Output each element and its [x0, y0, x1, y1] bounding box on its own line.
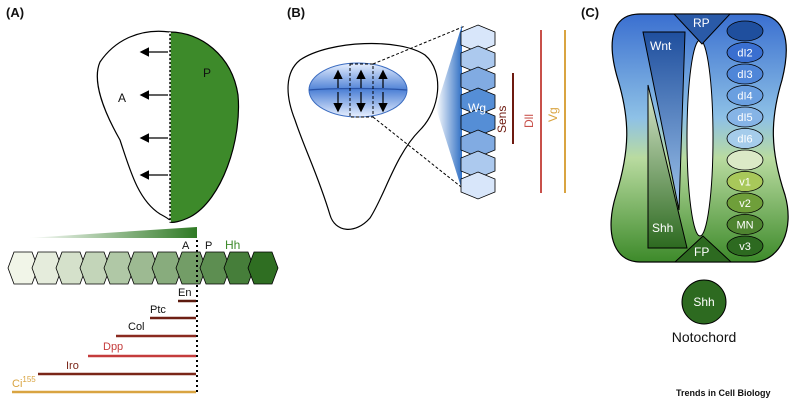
- shh-gradient: [647, 84, 688, 249]
- domain-di3: [726, 63, 764, 85]
- shh-gradient-label: Shh: [652, 221, 673, 235]
- domain-unlabeled: [726, 20, 764, 42]
- journal-credit: Trends in Cell Biology: [676, 388, 771, 398]
- wg-label: Wg: [468, 101, 486, 115]
- dv-boundary: [308, 87, 408, 91]
- domain-label-mn: MN: [736, 220, 753, 232]
- gene-label-col: Col: [128, 321, 145, 333]
- column-cell: [460, 171, 496, 200]
- gene-label-vg: Vg: [546, 107, 560, 122]
- wing-disc-b: [287, 25, 466, 230]
- domain-unlabeled: [726, 149, 764, 171]
- roof-plate-label: RP: [693, 16, 710, 30]
- notochord: [681, 279, 727, 325]
- hh-gradient-wedge: [28, 227, 197, 238]
- domain-mn: [726, 214, 764, 235]
- zoom-line-top: [372, 25, 466, 65]
- cell-column: [460, 24, 496, 200]
- anterior-compartment: [96, 30, 172, 223]
- floor-plate-label: FP: [694, 245, 709, 259]
- strip-posterior-label: P: [205, 240, 212, 252]
- domain-di5: [726, 106, 764, 128]
- domain-di4: [726, 85, 764, 106]
- wnt-gradient: [642, 31, 686, 211]
- gene-label-sens: Sens: [495, 106, 509, 133]
- wnt-label: Wnt: [650, 39, 672, 53]
- domain-label-v2: v2: [739, 198, 751, 210]
- wg-gradient: [436, 25, 462, 190]
- strip-anterior-label: A: [182, 240, 190, 252]
- gene-label-iro: Iro: [66, 360, 79, 372]
- posterior-compartment: [169, 31, 240, 223]
- domain-label-v1: v1: [739, 177, 751, 189]
- domain-label-di6: dI6: [737, 134, 752, 146]
- domain-di2: [726, 42, 764, 63]
- domain-label-v3: v3: [739, 241, 751, 253]
- gene-label-ci: Ci155: [12, 375, 36, 390]
- gene-label-ptc: Ptc: [150, 304, 166, 316]
- posterior-label: P: [203, 66, 211, 80]
- wg-arrows: [333, 69, 388, 113]
- gene-label-dpp: Dpp: [103, 341, 123, 353]
- domain-label-di4: dI4: [737, 91, 752, 103]
- domain-v3: [726, 235, 764, 257]
- floor-plate: [673, 235, 733, 263]
- cell-strip: [7, 251, 279, 285]
- domain-label-di3: dI3: [737, 69, 752, 81]
- domain-label-di5: dI5: [737, 112, 752, 124]
- panel-label-a: (A): [6, 5, 24, 20]
- notochord-label: Notochord: [672, 329, 737, 345]
- gene-label-en: En: [178, 287, 191, 299]
- anterior-label: A: [118, 91, 126, 105]
- strip-cell: [247, 251, 279, 285]
- gene-label-dll: Dll: [522, 114, 536, 128]
- panel-label-c: (C): [581, 5, 599, 20]
- panel-label-b: (B): [287, 5, 305, 20]
- domain-label-di2: dI2: [737, 48, 752, 60]
- wing-disc-a: A P: [96, 30, 240, 223]
- notochord-shh-label: Shh: [693, 295, 714, 309]
- gene-lines-b: Sens Dll Vg: [495, 30, 566, 193]
- zoom-line-bottom: [372, 116, 466, 191]
- domain-di6: [726, 128, 764, 149]
- gene-expression-bars: En Ptc Col Dpp Iro Ci155: [12, 287, 196, 394]
- domain-v1: [726, 171, 764, 192]
- hh-arrows: [139, 47, 168, 180]
- hh-label: Hh: [225, 238, 240, 252]
- zoom-box: [349, 63, 374, 118]
- domain-v2: [726, 192, 764, 214]
- neural-tube-lumen: [686, 39, 714, 237]
- roof-plate: [672, 13, 732, 45]
- wing-pouch: [308, 62, 408, 118]
